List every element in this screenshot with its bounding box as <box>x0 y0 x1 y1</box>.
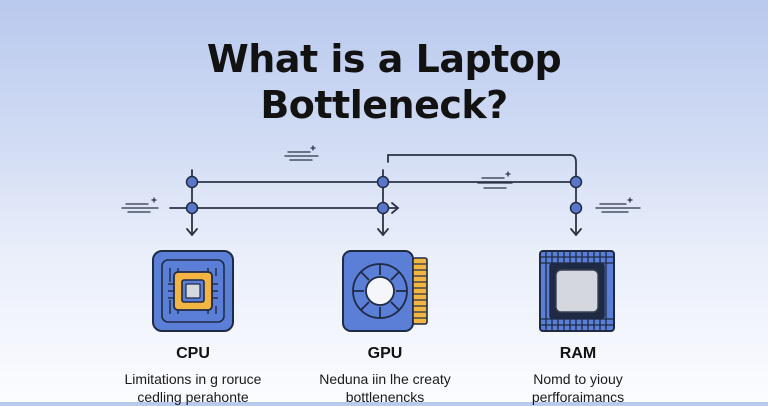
node-cpu-upper <box>185 175 199 189</box>
cpu-description-line-2: cedling perahonte <box>137 389 249 405</box>
cpu-down-arrow <box>186 228 198 237</box>
cpu-description-line-1: Limitations in g roruce <box>124 371 262 387</box>
ram-description-line-1: Nomd to yiouy <box>533 371 623 387</box>
top-bus-corner <box>569 154 577 183</box>
gpu-card-icon <box>342 250 428 332</box>
gpu-down-arrow <box>377 228 389 237</box>
node-gpu-lower <box>376 201 390 215</box>
node-ram-lower <box>569 201 583 215</box>
ram-description-line-2: perfforaimancs <box>531 389 625 405</box>
signal-mark-top <box>284 145 319 161</box>
ram-description: Nomd to yiouy perfforaimancs <box>468 370 688 406</box>
ram-chip-icon <box>539 250 615 332</box>
ram-down-arrow <box>570 228 582 237</box>
ram-label: RAM <box>559 345 597 362</box>
gpu-description-line-1: Neduna iin lhe creaty <box>319 371 451 387</box>
node-gpu-upper <box>376 175 390 189</box>
connector-nodes <box>185 175 583 215</box>
signal-mark-left <box>121 197 159 213</box>
gpu-description-line-2: bottlenencks <box>345 389 425 405</box>
title-line-2: Bottleneck? <box>260 83 508 127</box>
title-line-1: What is a Laptop <box>206 37 562 81</box>
lower-bus-arrowhead <box>391 202 400 214</box>
gpu-label: GPU <box>367 345 403 362</box>
node-cpu-lower <box>185 201 199 215</box>
cpu-description: Limitations in g roruce cedling perahont… <box>83 370 303 406</box>
signal-mark-right <box>595 197 641 213</box>
connector-lines <box>169 154 582 237</box>
signal-marks <box>121 145 641 213</box>
cpu-chip-icon <box>152 250 234 332</box>
node-ram-upper <box>569 175 583 189</box>
gpu-description: Neduna iin lhe creaty bottlenencks <box>275 370 495 406</box>
signal-mark-middle <box>477 171 513 189</box>
cpu-label: CPU <box>176 345 210 362</box>
page-title: What is a Laptop Bottleneck? <box>0 36 768 128</box>
